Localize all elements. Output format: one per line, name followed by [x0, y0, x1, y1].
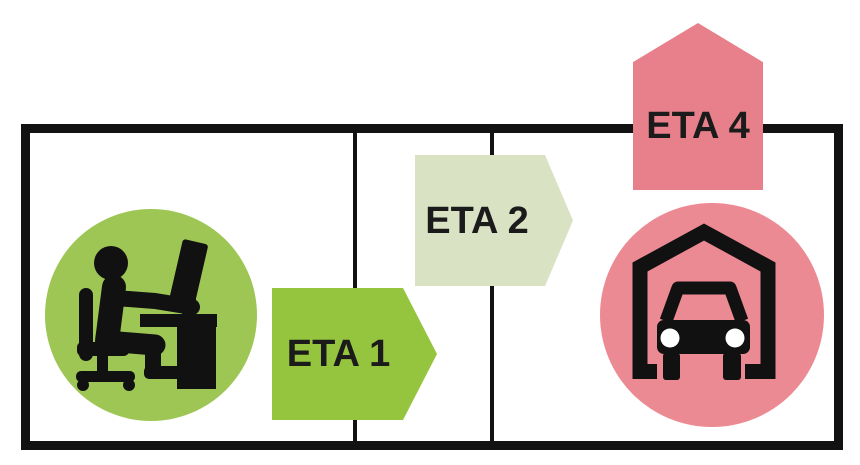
stage-eta-2-label: ETA 2 [425, 199, 529, 242]
timeline-divider-2 [490, 133, 494, 442]
timeline-divider-1 [353, 133, 357, 442]
stage-eta-2: ETA 2 [415, 155, 573, 286]
timeline-frame [21, 124, 843, 450]
stage-eta-4: ETA 4 [633, 23, 763, 190]
car-in-garage-icon [600, 203, 824, 427]
stage-eta-1: ETA 1 [272, 288, 437, 420]
origin-node [45, 209, 257, 421]
destination-node [600, 203, 824, 427]
stage-eta-1-label: ETA 1 [286, 333, 391, 375]
stage-eta-4-label: ETA 4 [646, 105, 750, 147]
person-at-computer-icon [45, 209, 257, 421]
